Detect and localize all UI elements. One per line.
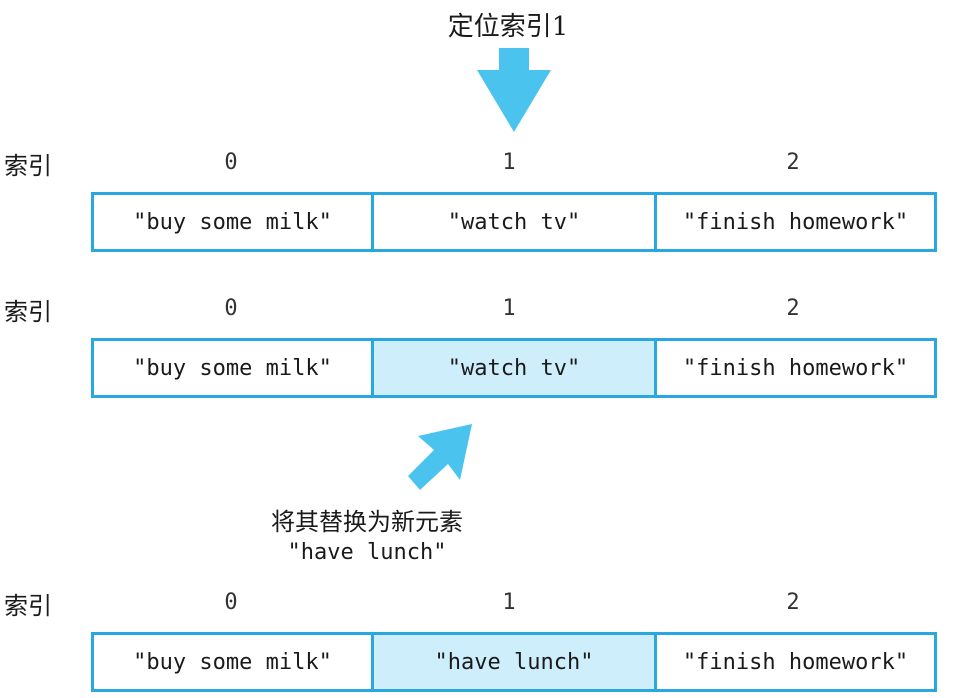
new-element-caption: "have lunch" (287, 540, 447, 565)
row-3-index-1: 1 (502, 590, 516, 615)
array-row-1: "buy some milk" "watch tv" "finish homew… (91, 192, 937, 252)
array-cell: "finish homework" (682, 355, 909, 381)
row-1-index-0: 0 (224, 150, 238, 175)
array-cell: "buy some milk" (94, 341, 374, 395)
array-cell: "finish homework" (682, 209, 909, 235)
row-2-index-2: 2 (786, 296, 800, 321)
row-3-index-0: 0 (224, 590, 238, 615)
row-1-index-2: 2 (786, 150, 800, 175)
array-row-3: "buy some milk" "have lunch" "finish hom… (91, 632, 937, 692)
row-2-index-0: 0 (224, 296, 238, 321)
array-cell: "buy some milk" (94, 195, 374, 249)
diagonal-arrow-icon (408, 424, 472, 490)
row-2-label: 索引 (4, 298, 52, 326)
array-row-2: "buy some milk" "watch tv" "finish homew… (91, 338, 937, 398)
array-cell: "watch tv" (374, 195, 657, 249)
down-arrow-icon (477, 48, 551, 132)
array-cell: "buy some milk" (94, 635, 374, 689)
replace-caption: 将其替换为新元素 (271, 508, 463, 536)
array-cell: "finish homework" (682, 649, 909, 675)
highlighted-array-cell: "watch tv" (374, 341, 657, 395)
row-2-index-1: 1 (502, 296, 516, 321)
row-3-index-2: 2 (786, 590, 800, 615)
row-1-label: 索引 (4, 152, 52, 180)
locate-index-label: 定位索引1 (447, 12, 569, 42)
row-1-index-1: 1 (502, 150, 516, 175)
row-3-label: 索引 (4, 592, 52, 620)
highlighted-array-cell: "have lunch" (374, 635, 657, 689)
